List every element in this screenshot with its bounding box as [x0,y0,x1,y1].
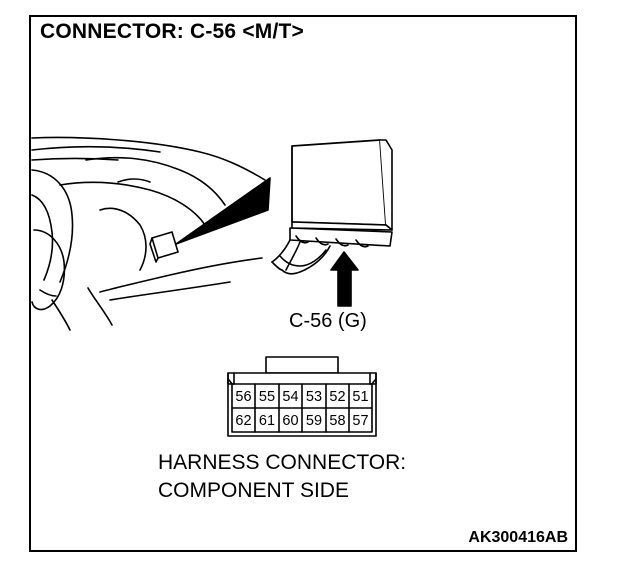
diagram-frame [29,15,577,552]
connector-pointer-arrow [330,251,359,307]
pin-label: 56 [235,389,251,405]
pin-label: 60 [282,413,298,429]
wire-harness [271,239,331,275]
pin-label: 59 [306,413,322,429]
zoom-wedge [175,177,271,245]
pin-label: 54 [282,389,298,405]
pin-label: 58 [329,413,345,429]
pin-label: 57 [352,413,368,429]
harness-caption-line1: HARNESS CONNECTOR: [158,451,407,474]
pin-label: 55 [259,389,275,405]
harness-connector-face [227,356,377,437]
dashboard-illustration [31,136,266,331]
pin-label: 51 [352,389,368,405]
pin-label: 53 [306,389,322,405]
harness-caption: HARNESS CONNECTOR: COMPONENT SIDE [158,449,406,505]
pin-numbers: 56 55 54 53 52 51 62 61 60 59 58 57 [235,389,368,429]
diagram-title: CONNECTOR: C-56 <M/T> [40,20,305,43]
pin-label: 61 [259,413,275,429]
pin-label: 52 [329,389,345,405]
figure-code: AK300416AB [468,529,568,546]
connector-label: C-56 (G) [289,310,367,332]
ecu-module [289,139,393,248]
connector-location-marker [149,231,179,263]
pin-label: 62 [235,413,251,429]
harness-caption-line2: COMPONENT SIDE [158,479,349,502]
